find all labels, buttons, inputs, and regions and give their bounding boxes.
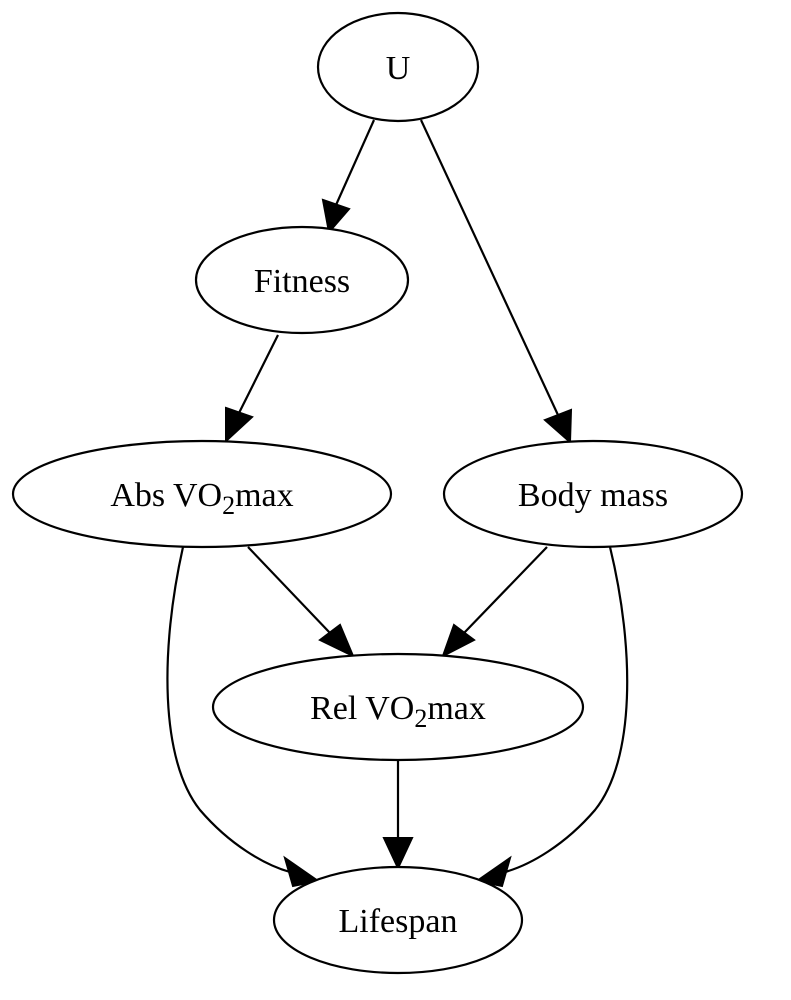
edge-u-to-fitness — [321, 119, 376, 235]
edge-body-mass-to-rel-vo2max — [441, 546, 548, 659]
node-u-label: U — [386, 50, 411, 87]
edge-rel-vo2max-to-lifespan — [382, 760, 414, 871]
edge-abs-vo2max-to-rel-vo2max — [247, 546, 355, 659]
edge-abs-vo2max-to-lifespan — [166, 546, 321, 888]
node-rel-vo2max-label: Rel VO2max — [310, 690, 486, 733]
node-body-mass-label: Body mass — [518, 477, 668, 514]
edge-u-to-body-mass — [420, 119, 573, 445]
node-body-mass: Body mass — [442, 439, 744, 549]
node-lifespan-label: Lifespan — [339, 903, 458, 940]
node-u: U — [316, 11, 480, 123]
node-fitness-label: Fitness — [254, 263, 350, 300]
node-abs-vo2max-label: Abs VO2max — [110, 477, 293, 520]
node-lifespan: Lifespan — [272, 865, 524, 975]
edge-fitness-to-abs-vo2max — [225, 334, 279, 444]
node-abs-vo2max: Abs VO2max — [11, 439, 393, 549]
node-fitness: Fitness — [194, 225, 410, 335]
node-rel-vo2max: Rel VO2max — [211, 652, 585, 762]
